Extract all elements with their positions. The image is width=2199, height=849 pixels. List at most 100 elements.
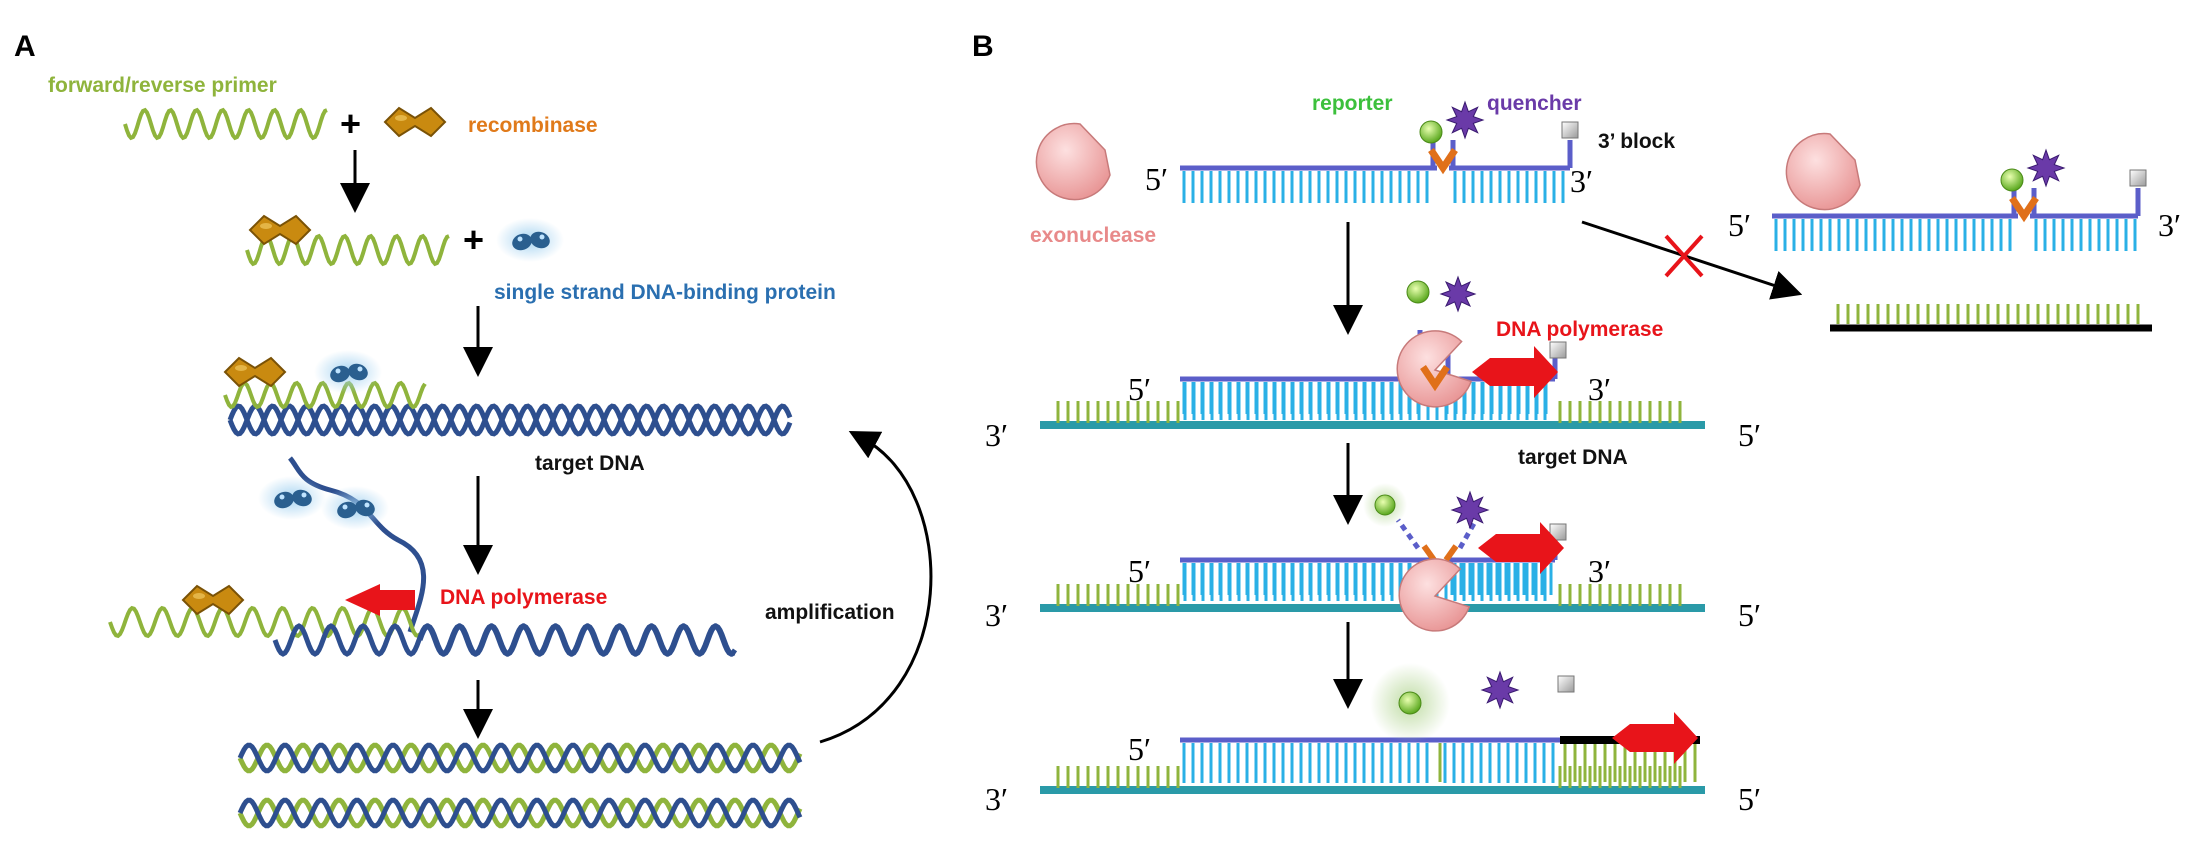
panel-a: A forward/reverse primer + recombinase +… <box>14 30 933 829</box>
row1-probe-5prime: 5′ <box>1128 371 1151 407</box>
quencher-label: quencher <box>1487 92 1582 115</box>
ssb-lobe <box>337 501 357 519</box>
hybrid-row-2 <box>1040 483 1705 632</box>
amplification-arrow <box>819 430 933 744</box>
recombinase-shape <box>248 214 312 246</box>
recombinase-highlight <box>260 223 272 229</box>
recombinase-label: recombinase <box>468 114 598 137</box>
unbound-3prime-label: 3′ <box>2158 207 2181 243</box>
probe-3prime-label: 3′ <box>1570 163 1593 199</box>
cut-site-right <box>1443 544 1459 562</box>
amplified-products <box>237 742 803 829</box>
exonuclease-shape <box>1398 558 1471 632</box>
reporter-dye-icon <box>1419 120 1443 144</box>
polymerase-label-a: DNA polymerase <box>440 586 607 609</box>
reporter-dye-icon <box>1406 280 1430 304</box>
row3-probe-5prime: 5′ <box>1128 731 1151 767</box>
ssb-highlight <box>279 494 285 500</box>
row3-target-3prime: 3′ <box>985 781 1008 817</box>
probe-unbound <box>1772 148 2147 251</box>
ssb-highlight <box>539 234 545 240</box>
ssb-highlight <box>364 502 370 508</box>
panel-b-letter: B <box>972 30 994 63</box>
ssb-lobe <box>355 499 375 517</box>
ssb-highlight <box>357 366 363 372</box>
polymerase-label-b: DNA polymerase <box>1496 318 1663 341</box>
three-prime-block-icon <box>1549 523 1567 541</box>
reporter-dye-icon <box>2000 168 2024 192</box>
plus-sign-1: + <box>340 103 361 144</box>
row1-target-3prime: 3′ <box>985 417 1008 453</box>
primer-label: forward/reverse primer <box>48 74 277 97</box>
panel-a-letter: A <box>14 30 36 63</box>
row3-target-5prime: 5′ <box>1738 781 1761 817</box>
three-prime-block-icon <box>1549 341 1567 359</box>
probe-initial <box>1180 100 1579 203</box>
reporter-dye-icon <box>1374 494 1396 516</box>
no-cleavage-cross-icon <box>1664 234 1704 278</box>
dna-polymerase-icon <box>1478 522 1564 574</box>
unbound-5prime-label: 5′ <box>1728 207 1751 243</box>
primer-strand <box>123 107 328 141</box>
row2-target-3prime: 3′ <box>985 597 1008 633</box>
quencher-icon <box>1445 100 1485 140</box>
ssb-protein-icon <box>496 218 564 262</box>
target-dna-label-a: target DNA <box>535 452 645 475</box>
recombinase-highlight <box>235 365 247 371</box>
ssb-highlight <box>301 492 307 498</box>
cleavage-site <box>2009 196 2039 223</box>
reporter-dye-icon <box>1398 691 1422 715</box>
quencher-icon <box>2026 148 2066 188</box>
dna-polymerase-icon <box>1612 712 1698 764</box>
exonuclease-label: exonuclease <box>1030 224 1156 247</box>
amplification-label: amplification <box>765 601 895 624</box>
exonuclease-shape <box>1396 330 1473 408</box>
hybrid-row-3 <box>1040 663 1705 794</box>
panel-b: B reporter quencher 3’ block exonuclease… <box>972 30 2181 817</box>
ssb-lobe <box>348 363 368 381</box>
recombinase-highlight <box>395 115 407 121</box>
row2-probe-3prime: 3′ <box>1588 553 1611 589</box>
ssb-highlight <box>342 504 348 510</box>
released-quencher-linker <box>1457 518 1479 550</box>
quencher-icon <box>1480 670 1520 710</box>
recombinase-icon <box>383 106 447 138</box>
three-prime-block-icon <box>1557 675 1575 693</box>
cleavage-site <box>1420 365 1450 392</box>
recombinase-primer-complex <box>245 214 450 267</box>
probe-5prime-label: 5′ <box>1145 161 1168 197</box>
recombinase-shape <box>223 356 287 388</box>
ssb-lobe <box>530 231 550 249</box>
dna-polymerase-icon <box>1472 346 1558 398</box>
ssb-lobe <box>274 491 294 509</box>
cleavage-site <box>1428 148 1458 175</box>
target-dna-label-b: target DNA <box>1518 446 1628 469</box>
plus-sign-2: + <box>463 219 484 260</box>
recombinase-shape <box>181 584 245 616</box>
three-prime-block-icon <box>2129 169 2147 187</box>
row2-target-5prime: 5′ <box>1738 597 1761 633</box>
ssb-highlight <box>517 236 523 242</box>
exonuclease-icon <box>1035 122 1111 201</box>
three-prime-block-icon <box>1561 121 1579 139</box>
target-dna-invasion <box>223 350 793 437</box>
quencher-icon <box>1439 275 1477 313</box>
ssb-lobe <box>330 365 350 383</box>
ssb-lobe <box>292 489 312 507</box>
ssb-lobe <box>512 233 532 251</box>
cut-site-left <box>1421 544 1437 562</box>
quencher-icon <box>1450 490 1490 530</box>
polymerase-extension <box>108 456 738 657</box>
row1-probe-3prime: 3′ <box>1588 371 1611 407</box>
non-target-dna <box>1830 304 2152 332</box>
released-reporter-linker <box>1395 518 1421 550</box>
recombinase-shape <box>383 106 447 138</box>
exonuclease-icon-2 <box>1785 132 1861 211</box>
hybrid-row-1 <box>1040 275 1705 429</box>
ssb-label: single strand DNA-binding protein <box>494 281 836 304</box>
block-label: 3’ block <box>1598 130 1675 153</box>
row2-probe-5prime: 5′ <box>1128 553 1151 589</box>
dna-polymerase-icon-a <box>345 584 415 616</box>
ssb-highlight <box>335 368 341 374</box>
reporter-label: reporter <box>1312 92 1393 115</box>
